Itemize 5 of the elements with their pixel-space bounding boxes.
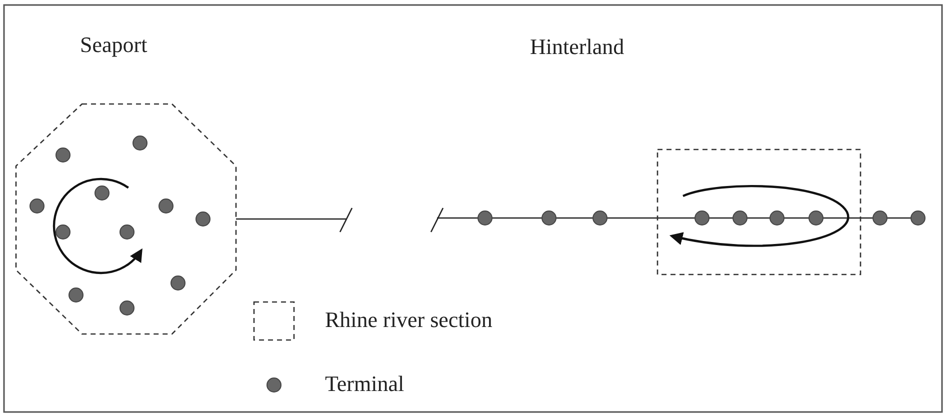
region-heading: Hinterland: [530, 36, 624, 58]
legend-label: Terminal: [325, 373, 404, 395]
area-heading: Seaport: [80, 34, 148, 56]
river-section-area: [657, 149, 861, 275]
legend-label: Rhine river section: [325, 309, 492, 331]
